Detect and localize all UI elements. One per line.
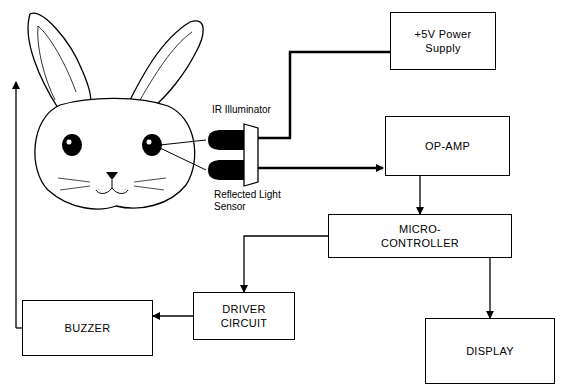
buzzer-box: BUZZER bbox=[22, 300, 153, 356]
controller-box: MICRO- CONTROLLER bbox=[328, 214, 512, 258]
driver-box: DRIVER CIRCUIT bbox=[193, 292, 295, 340]
box-text: MICRO- CONTROLLER bbox=[380, 222, 460, 251]
power-supply-box: +5V Power Supply bbox=[390, 12, 496, 70]
display-box: DISPLAY bbox=[425, 318, 555, 384]
arrow-connector bbox=[489, 258, 490, 318]
arrow-connector bbox=[419, 176, 420, 214]
wires bbox=[16, 52, 390, 328]
box-text: BUZZER bbox=[65, 321, 111, 335]
box-text: DISPLAY bbox=[466, 344, 514, 358]
box-text: OP-AMP bbox=[425, 139, 470, 153]
sensor-pair bbox=[160, 124, 258, 186]
process-box: OP-AMP bbox=[385, 116, 510, 176]
arrow-connector bbox=[153, 315, 193, 316]
rabbit-face bbox=[58, 134, 166, 194]
component-label: Reflected Light Sensor bbox=[214, 189, 310, 213]
component-label: IR Illuminator bbox=[212, 104, 288, 116]
arrow-connector bbox=[244, 236, 328, 292]
box-text: +5V Power Supply bbox=[397, 27, 489, 56]
rabbit-head bbox=[28, 13, 203, 209]
box-text: DRIVER CIRCUIT bbox=[200, 302, 288, 331]
